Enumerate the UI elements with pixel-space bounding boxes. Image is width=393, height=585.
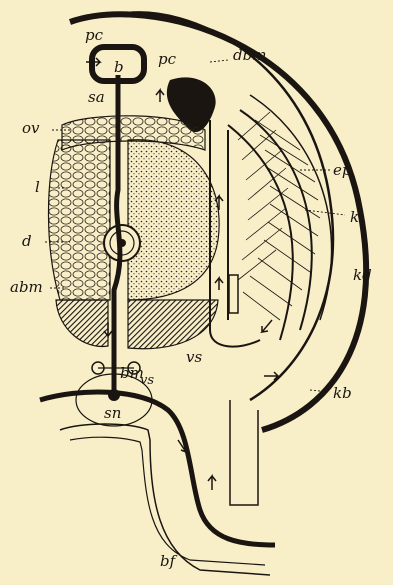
label-k: k: [350, 208, 359, 226]
label-b: b: [114, 58, 124, 76]
label-sn: sn: [104, 404, 121, 422]
label-sa: sa: [88, 88, 105, 106]
label-kd: kd: [353, 266, 372, 284]
label-pc-left: pc: [85, 26, 104, 44]
label-pc-right: pc: [158, 50, 177, 68]
label-bf: bf: [160, 552, 178, 570]
label-ep: ep: [333, 161, 352, 179]
label-vs-left: vs: [140, 373, 154, 388]
abm-right: [128, 300, 218, 349]
label-d: d: [22, 232, 32, 250]
label-kb: kb: [333, 384, 352, 402]
label-abm: abm: [10, 278, 43, 296]
body-mass: [48, 116, 219, 349]
abm-left: [56, 300, 108, 347]
lower-curve: [40, 392, 275, 545]
left-lobe: [48, 140, 110, 300]
lower-right-vessel: [230, 400, 258, 505]
side-bar: [229, 275, 238, 313]
right-lobe: [128, 140, 219, 300]
sn-node: [108, 389, 120, 401]
label-vs-right: vs: [186, 348, 202, 366]
label-dbm: dbm: [233, 46, 266, 64]
foot-inner: [70, 437, 265, 565]
label-l: l: [35, 178, 40, 196]
label-ov: ov: [22, 119, 40, 137]
gill-filaments: [228, 95, 332, 340]
